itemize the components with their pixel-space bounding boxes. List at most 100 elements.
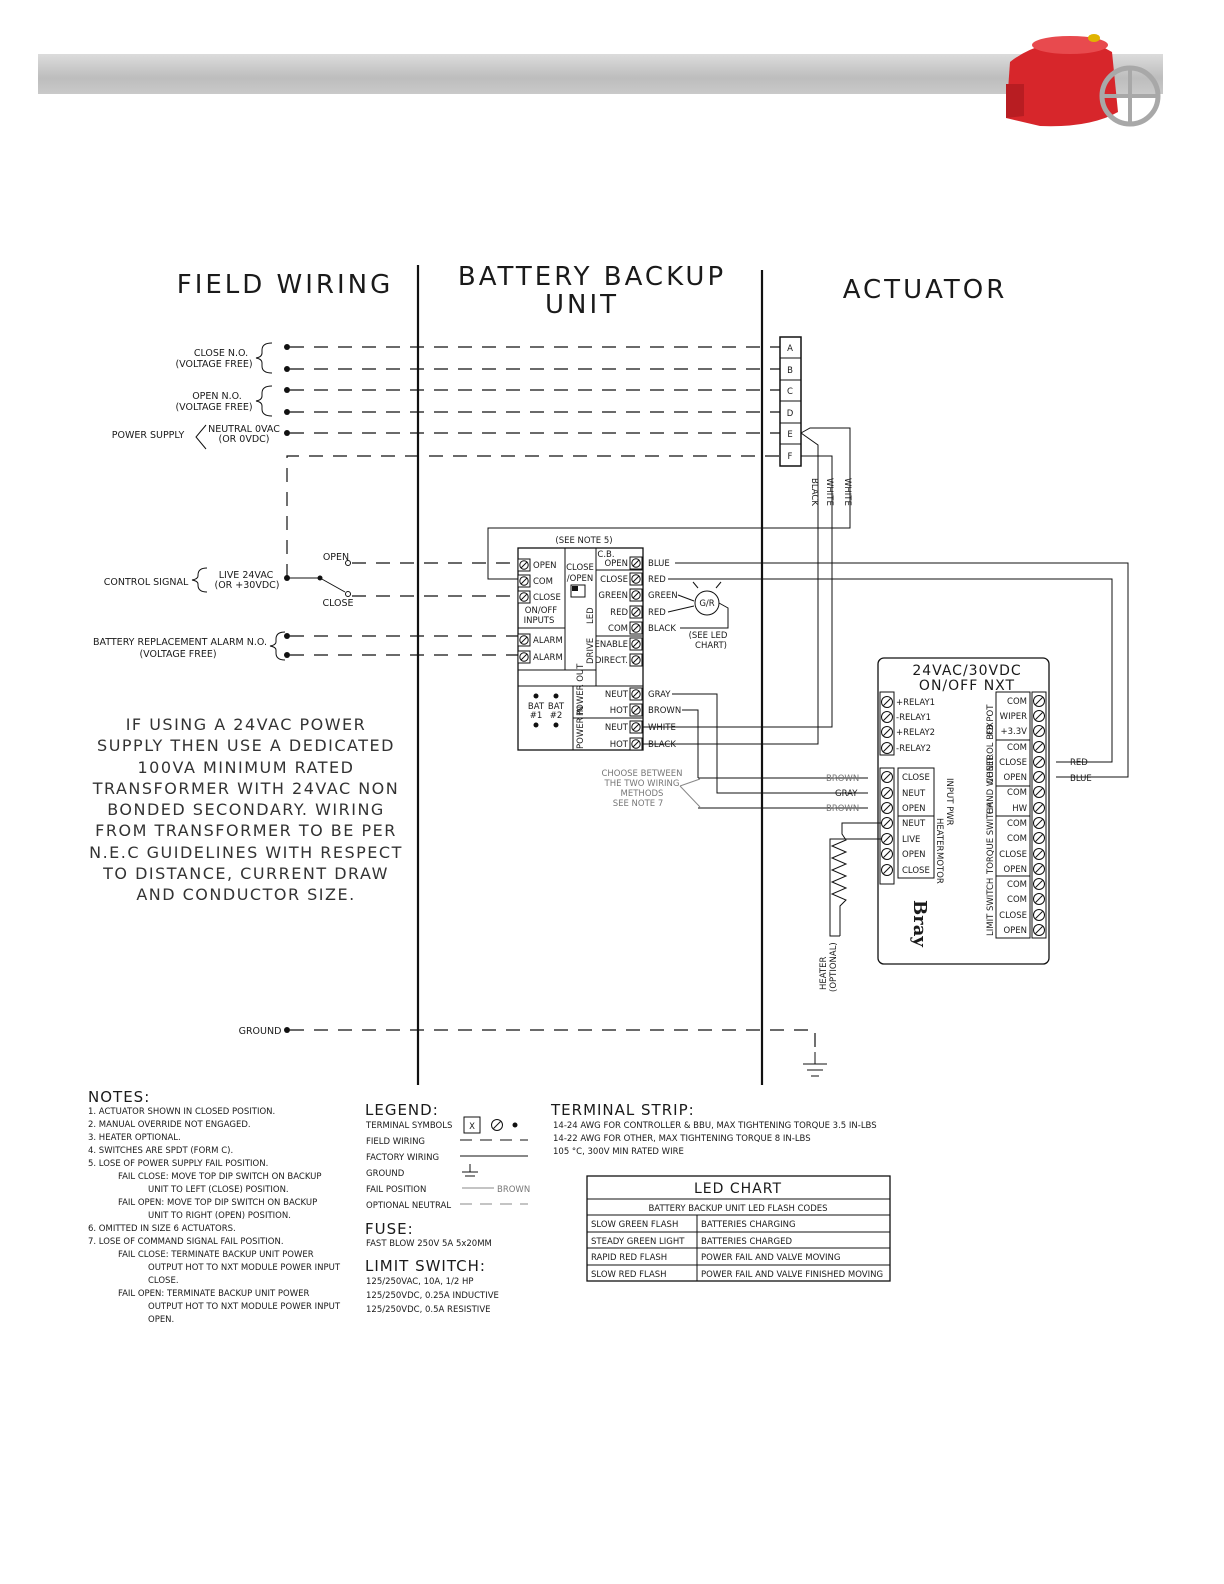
choose-note-2: THE TWO WIRING — [604, 779, 680, 789]
bat1-label: BAT — [528, 702, 545, 712]
bbu-input-open: OPEN — [533, 561, 557, 571]
led-black-wire: BLACK — [648, 624, 676, 634]
torque-close: CLOSE — [999, 850, 1027, 860]
heater-neut: NEUT — [902, 819, 926, 829]
bat1-num: #1 — [530, 711, 543, 721]
cb-open: OPEN — [604, 559, 628, 569]
heading-bbu-2: UNIT — [545, 290, 619, 320]
neut-gray: GRAY — [835, 789, 858, 799]
input-pwr-label: INPUT PWR — [944, 778, 954, 826]
heater-live: LIVE — [902, 835, 920, 845]
gr-label: G/R — [699, 599, 714, 609]
led-row1-meaning: BATTERIES CHARGING — [701, 1220, 796, 1230]
fb-wiper: WIPER — [1000, 712, 1027, 722]
note-line-5: 5. LOSE OF POWER SUPPLY FAIL POSITION. — [88, 1159, 268, 1169]
actuator-feed-wires — [487, 427, 851, 745]
led-red: RED — [610, 608, 628, 618]
dip-label-2: /OPEN — [567, 574, 593, 584]
power-in-neut: NEUT — [605, 723, 629, 733]
terminal-f: F — [788, 452, 793, 462]
legend-fail-color: BROWN — [497, 1185, 530, 1195]
wire-black-label: BLACK — [809, 478, 819, 506]
nxt-blue-wire: BLUE — [1070, 774, 1092, 784]
wire-white-label-1: WHITE — [824, 478, 834, 506]
input-close: CLOSE — [902, 773, 930, 783]
open-no-sub: (VOLTAGE FREE) — [175, 402, 252, 413]
dip-label-1: CLOSE — [566, 563, 594, 573]
note-line-13: OUTPUT HOT TO NXT MODULE POWER INPUT — [148, 1263, 341, 1273]
hw-hw: HW — [1012, 804, 1027, 814]
field-wires — [284, 344, 816, 1052]
onoff-inputs-1: ON/OFF — [525, 606, 557, 616]
power-supply-label: POWER SUPPLY — [112, 430, 185, 441]
motor-close: CLOSE — [902, 866, 930, 876]
drive-direct: DIRECT. — [595, 656, 628, 666]
led-row2-code: STEADY GREEN LIGHT — [591, 1237, 685, 1247]
in-white-wire: WHITE — [648, 723, 676, 733]
led-row3-meaning: POWER FAIL AND VALVE MOVING — [701, 1253, 840, 1263]
fail-brown-1: BROWN — [826, 774, 859, 784]
bat2-label: BAT — [548, 702, 565, 712]
tnote-6: FROM TRANSFORMER TO BE PER — [95, 821, 397, 840]
close-no-label: CLOSE N.O. — [194, 348, 248, 359]
battery-alarm-label: BATTERY REPLACEMENT ALARM N.O. — [93, 637, 267, 648]
neutral-label: NEUTRAL 0VAC — [208, 424, 280, 435]
live-label: LIVE 24VAC — [219, 570, 274, 581]
legend-fail-position: FAIL POSITION — [366, 1185, 426, 1195]
limit-line-2: 125/250VDC, 0.25A INDUCTIVE — [366, 1291, 499, 1301]
wire-white-label-2: WHITE — [842, 478, 852, 506]
braces — [191, 342, 286, 661]
power-in-hot: HOT — [610, 740, 629, 750]
led-chart-table: LED CHART BATTERY BACKUP UNIT LED FLASH … — [586, 1175, 891, 1282]
heater-label-1: HEATER — [819, 957, 829, 990]
choose-note-1: CHOOSE BETWEEN — [601, 769, 682, 779]
note-line-17: OPEN. — [148, 1315, 174, 1325]
terminal-b: B — [787, 366, 793, 376]
limit-com-2: COM — [1007, 895, 1027, 905]
cb-red: RED — [648, 575, 666, 585]
live-alt-label: (OR +30VDC) — [214, 580, 279, 591]
note-line-10: 6. OMITTED IN SIZE 6 ACTUATORS. — [88, 1224, 236, 1234]
tnote-3: 100VA MINIMUM RATED — [138, 758, 355, 777]
limit-close: CLOSE — [999, 911, 1027, 921]
led-indicator: G/R (SEE LED CHART) — [667, 581, 729, 651]
power-out-hot: HOT — [610, 706, 629, 716]
terminal-strip-line-2: 14-22 AWG FOR OTHER, MAX TIGHTENING TORQ… — [553, 1134, 811, 1144]
notes-section: NOTES: 1. ACTUATOR SHOWN IN CLOSED POSIT… — [88, 1088, 341, 1325]
input-open: OPEN — [902, 804, 926, 814]
fuse-section: FUSE: FAST BLOW 250V 5A 5x20MM — [365, 1220, 492, 1249]
bbu-module: (SEE NOTE 5) OPEN COM CLOSE ON/OFF INPUT… — [517, 536, 644, 751]
relay1-minus: -RELAY1 — [896, 713, 931, 723]
note-line-16: OUTPUT HOT TO NXT MODULE POWER INPUT — [148, 1302, 341, 1312]
note-line-4: 4. SWITCHES ARE SPDT (FORM C). — [88, 1146, 233, 1156]
torque-com-2: COM — [1007, 834, 1027, 844]
cb-blue: BLUE — [648, 559, 670, 569]
limit-line-3: 125/250VDC, 0.5A RESISTIVE — [366, 1305, 491, 1315]
limit-switch-label: LIMIT SWITCH — [986, 878, 996, 936]
nxt-module: 24VAC/30VDC ON/OFF NXT +RELAY1 -RELAY1 +… — [877, 657, 1050, 965]
cbox-close: CLOSE — [999, 758, 1027, 768]
heater-label-2: (OPTIONAL) — [829, 942, 839, 992]
cb-label: C.B. — [597, 550, 614, 560]
legend-section: LEGEND: TERMINAL SYMBOLS X FIELD WIRING … — [365, 1101, 530, 1211]
led-row2-meaning: BATTERIES CHARGED — [701, 1237, 792, 1247]
legend-field-wiring: FIELD WIRING — [366, 1137, 425, 1147]
led-section-label: LED — [586, 607, 596, 624]
terminal-a: A — [787, 344, 793, 354]
led-row4-code: SLOW RED FLASH — [591, 1270, 667, 1280]
hw-com: COM — [1007, 788, 1027, 798]
cbox-com: COM — [1007, 743, 1027, 753]
hand-wheel-label: HAND WHEEL — [986, 756, 996, 814]
motor-open: OPEN — [902, 850, 926, 860]
open-no-label: OPEN N.O. — [192, 391, 242, 402]
relay1-plus: +RELAY1 — [896, 698, 935, 708]
bbu-output-labels: BLUE RED GREEN RED BLACK GRAY BROWN WHIT… — [648, 559, 681, 750]
note-line-7: UNIT TO LEFT (CLOSE) POSITION. — [148, 1185, 289, 1195]
switch-open-label: OPEN — [323, 552, 349, 563]
note-line-12: FAIL CLOSE: TERMINATE BACKUP UNIT POWER — [118, 1250, 314, 1260]
legend-optional-neutral: OPTIONAL NEUTRAL — [366, 1201, 451, 1211]
torque-switch-label: TORQUE SWITCH — [986, 802, 996, 875]
led-chart-subtitle: BATTERY BACKUP UNIT LED FLASH CODES — [648, 1204, 827, 1214]
heater-section-label: HEATER — [934, 818, 944, 851]
actuator-image — [1006, 34, 1161, 127]
